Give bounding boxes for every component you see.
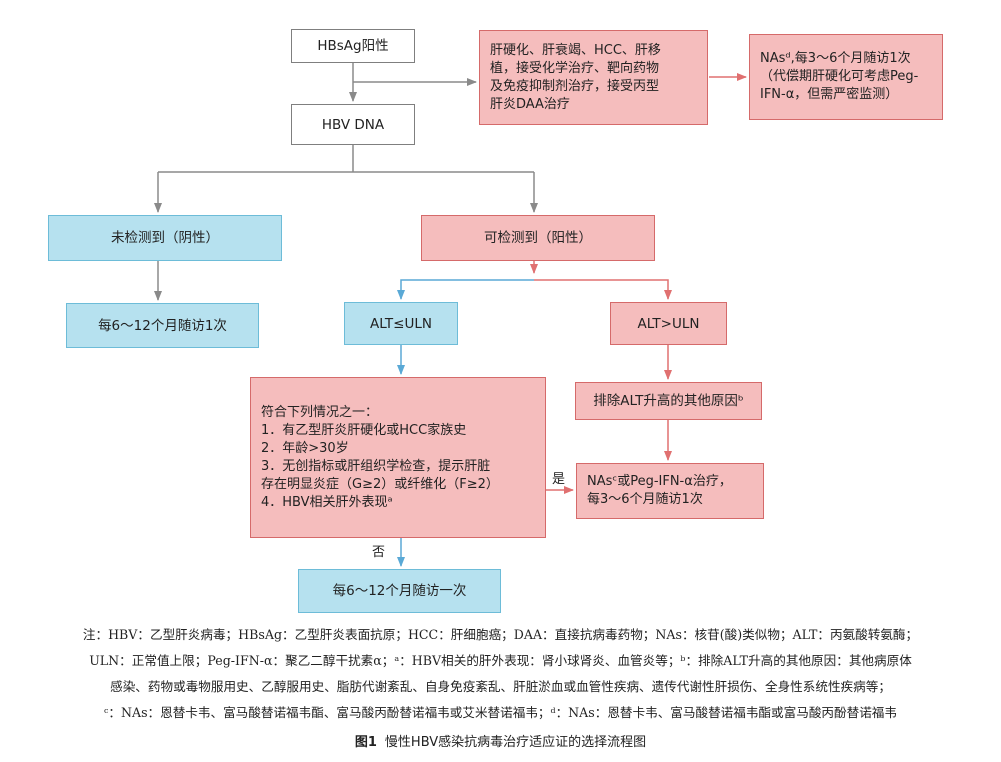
figure-caption: 图1 慢性HBV感染抗病毒治疗适应证的选择流程图 [0,731,1001,750]
node-alt-normal-label: ALT≤ULN [370,315,432,332]
node-criteria: 符合下列情况之一： 1．有乙型肝炎肝硬化或HCC家族史 2．年龄>30岁 3．无… [250,377,546,538]
node-exclude-other-causes-label: 排除ALT升高的其他原因ᵇ [593,393,744,409]
arrow-to-alt-high [534,279,672,300]
figure-caption-label: 图1 [354,735,377,750]
node-hbsag-positive: HBsAg阳性 [291,29,415,63]
node-hbv-dna: HBV DNA [291,104,415,145]
footnote-line-2: ULN：正常值上限；Peg-IFN-α：聚乙二醇干扰素α；ᵃ：HBV相关的肝外表… [89,653,912,668]
node-followup-negative-label: 每6～12个月随访1次 [98,317,227,334]
arrow-to-alt-low [397,279,534,300]
node-detectable-label: 可检测到（阳性） [484,230,592,246]
node-followup-no: 每6～12个月随访一次 [298,569,501,613]
node-alt-elevated-label: ALT>ULN [637,315,700,332]
edge-label-yes: 是 [552,472,566,487]
node-followup-negative: 每6～12个月随访1次 [66,303,259,348]
node-antiviral-treatment: NAsᶜ或Peg-IFN-α治疗， 每3～6个月随访1次 [576,463,764,519]
node-undetectable: 未检测到（阴性） [48,215,282,261]
node-hbsag-positive-label: HBsAg阳性 [317,38,389,54]
node-special-treatment: NAsᵈ,每3～6个月随访1次 （代偿期肝硬化可考虑Peg- IFN-α，但需严… [749,34,943,120]
footnote-line-1: 注：HBV：乙型肝炎病毒；HBsAg：乙型肝炎表面抗原；HCC：肝细胞癌；DAA… [82,627,919,642]
node-alt-normal: ALT≤ULN [344,302,458,345]
node-alt-elevated: ALT>ULN [610,302,727,345]
node-special-population-label: 肝硬化、肝衰竭、HCC、肝移 植，接受化学治疗、靶向药物 及免疫抑制剂治疗，接受… [490,42,661,112]
figure-caption-text: 慢性HBV感染抗病毒治疗适应证的选择流程图 [384,735,647,750]
node-detectable: 可检测到（阳性） [421,215,655,261]
footnote-line-4: ᶜ：NAs：恩替卡韦、富马酸替诺福韦酯、富马酸丙酚替诺福韦或艾米替诺福韦；ᵈ：N… [104,705,897,720]
node-followup-no-label: 每6～12个月随访一次 [332,583,467,599]
node-hbv-dna-label: HBV DNA [321,116,385,133]
node-criteria-label: 符合下列情况之一： 1．有乙型肝炎肝硬化或HCC家族史 2．年龄>30岁 3．无… [261,404,499,510]
edge-label-no: 否 [372,545,386,560]
node-special-treatment-label: NAsᵈ,每3～6个月随访1次 （代偿期肝硬化可考虑Peg- IFN-α，但需严… [760,51,919,102]
arrow-hbvdna-split [158,145,534,173]
footnote-line-3: 感染、药物或毒物服用史、乙醇服用史、脂肪代谢紊乱、自身免疫紊乱、肝脏淤血或血管性… [110,679,891,694]
node-undetectable-label: 未检测到（阴性） [111,230,219,246]
node-exclude-other-causes: 排除ALT升高的其他原因ᵇ [575,382,762,420]
node-special-population: 肝硬化、肝衰竭、HCC、肝移 植，接受化学治疗、靶向药物 及免疫抑制剂治疗，接受… [479,30,708,125]
node-antiviral-treatment-label: NAsᶜ或Peg-IFN-α治疗， 每3～6个月随访1次 [587,474,732,507]
